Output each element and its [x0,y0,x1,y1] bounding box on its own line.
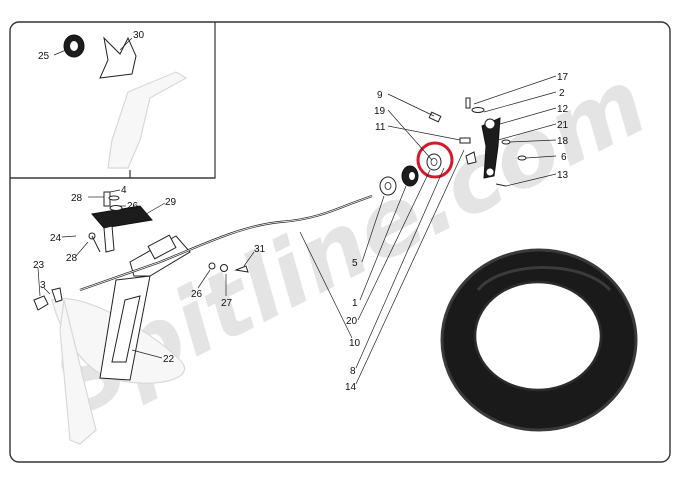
callout-8: 8 [350,366,356,377]
callout-22: 22 [163,354,175,365]
callout-21: 21 [557,120,569,131]
callout-18: 18 [557,136,569,147]
part-29-mount-plate [91,205,153,253]
callout-20: 20 [346,316,358,327]
callout-3: 3 [40,280,46,291]
part-5-bush [379,176,397,196]
callout-labels: 25 30 28 4 26 29 24 28 23 3 31 26 27 22 … [33,30,569,393]
part-25-grommet [63,34,85,58]
part-1-grommet [401,165,419,187]
inset-ghost-pedal [107,71,188,169]
callout-27: 27 [221,298,233,309]
callout-11: 11 [375,122,386,133]
callout-26-bottom: 26 [191,289,203,300]
part-small-hardware-mid [208,262,249,273]
callout-23: 23 [33,260,45,271]
callout-10: 10 [349,338,361,349]
part-hardware-right [459,97,527,187]
callout-29: 29 [165,197,177,208]
callout-13: 13 [557,170,569,181]
part-30-bracket [99,36,137,79]
part-cable-lever [129,234,191,277]
callout-2: 2 [559,88,565,99]
callout-6: 6 [561,152,567,163]
leader-lines [37,37,557,385]
callout-12: 12 [557,104,569,115]
part-9-screw [428,111,442,123]
callout-30: 30 [133,30,145,41]
callout-1: 1 [352,298,358,309]
callout-17: 17 [557,72,569,83]
callout-28-bottom: 28 [66,253,78,264]
callout-31: 31 [254,244,266,255]
callout-9: 9 [377,90,383,101]
part-pedal-arm [99,275,151,381]
callout-14: 14 [345,382,357,393]
callout-26-top: 26 [127,201,139,212]
part-bolts-left [33,191,123,311]
callout-24: 24 [50,233,62,244]
callout-5: 5 [352,258,358,269]
part-21-lever [481,117,501,179]
part-10-cable-inner [79,195,373,291]
callout-25: 25 [38,51,50,62]
seal-photo [440,248,638,432]
callout-4: 4 [121,185,127,196]
highlight-circle [416,141,454,179]
callout-28-top: 28 [71,193,83,204]
callout-19: 19 [374,106,386,117]
